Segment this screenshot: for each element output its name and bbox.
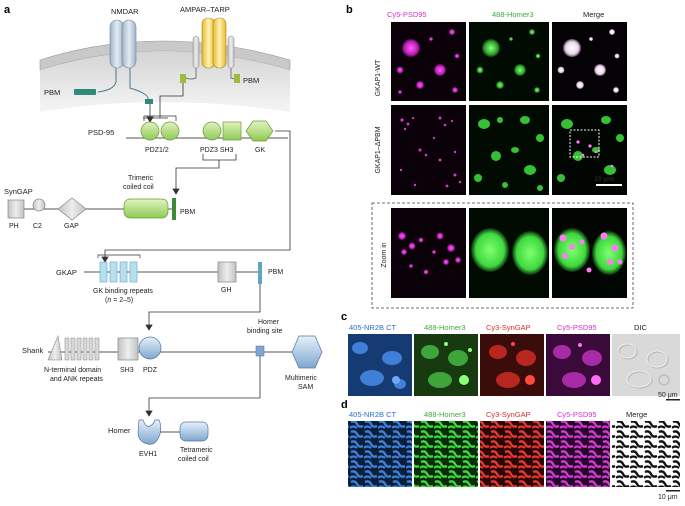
shank-homer-site-label-2: binding site — [247, 328, 283, 335]
panel-a: a NMDAR PBM AMPAR–TARP P — [4, 4, 323, 463]
image-wt-merge — [552, 22, 627, 101]
image-dpbm-homer3 — [469, 105, 549, 195]
shank-homer-site-label-1: Homer — [258, 319, 280, 326]
image-c-psd95 — [546, 334, 610, 396]
panel-d-header-psd95: Cy5-PSD95 — [557, 410, 597, 419]
image-c-nr2b — [348, 334, 412, 396]
syngap-pbm-label: PBM — [180, 209, 195, 216]
image-d-homer3 — [414, 421, 478, 487]
shank-to-homer-arrow — [145, 356, 261, 417]
syngap-ph-label: PH — [9, 223, 19, 230]
image-c-syngap — [480, 334, 544, 396]
image-c-dic — [612, 334, 680, 396]
panel-c-header-nr2b: 405-NR2B CT — [349, 323, 397, 332]
nmdar-pbm-tail — [74, 89, 96, 95]
row-label-zoom: Zoom in — [381, 242, 388, 267]
image-d-psd95 — [546, 421, 610, 487]
syngap-coil-label-2: coiled coil — [123, 184, 154, 191]
shank-sam-label-2: SAM — [298, 384, 313, 391]
syngap-c2-label: C2 — [33, 223, 42, 230]
image-zoom-psd95 — [391, 208, 466, 298]
image-d-merge — [612, 421, 680, 487]
panel-c-letter: c — [341, 311, 347, 323]
shank-label: Shank — [22, 346, 44, 355]
shank-ank-label-1: N-terminal domain — [44, 367, 101, 374]
gkap-to-shank-arrow — [145, 284, 261, 331]
syngap-label: SynGAP — [4, 187, 33, 196]
pdz3-sh3-label: PDZ3 SH3 — [200, 147, 234, 154]
gkap-pbm-label: PBM — [268, 269, 283, 276]
scale-bar-d — [666, 490, 680, 492]
psd95-protein — [126, 115, 288, 142]
image-zoom-merge — [552, 208, 627, 298]
shank-sam-label-1: Multimeric — [285, 375, 317, 382]
image-zoom-homer3 — [469, 208, 549, 298]
homer-label: Homer — [108, 426, 131, 435]
zoom-region-box — [569, 129, 600, 158]
scale-bar-c-label: 50 μm — [658, 392, 678, 399]
panel-b-letter: b — [346, 4, 353, 16]
scale-bar-b-label: 10 μm — [594, 176, 614, 183]
shank-protein — [47, 334, 323, 369]
gkap-repeats-label: GK binding repeats — [93, 288, 153, 295]
row-label-dpbm: GKAP1–ΔPBM — [375, 126, 382, 173]
panel-c-header-psd95: Cy5-PSD95 — [557, 323, 597, 332]
image-c-homer3 — [414, 334, 478, 396]
gkap-gh-label: GH — [221, 287, 232, 294]
homer-protein — [137, 419, 209, 445]
panel-d-letter: d — [341, 399, 348, 411]
row-label-wt: GKAP1-WT — [375, 59, 382, 96]
panel-b-header-homer3: 488-Homer3 — [492, 10, 534, 19]
panel-b-header-psd95: Cy5-PSD95 — [387, 10, 427, 19]
panel-d: d 405-NR2B CT 488-Homer3 Cy3-SynGAP Cy5-… — [341, 399, 680, 501]
gkap-label: GKAP — [56, 268, 77, 277]
syngap-coil-label-1: Trimeric — [128, 175, 154, 182]
shank-sh3-label: SH3 — [120, 367, 134, 374]
ampar-pbm-label: PBM — [243, 76, 259, 85]
panel-d-header-homer3: 488-Homer3 — [424, 410, 466, 419]
image-wt-homer3 — [469, 22, 549, 101]
scale-bar-d-label: 10 μm — [658, 494, 678, 501]
nmdar-pbm-label: PBM — [44, 88, 60, 97]
scale-bar-b — [596, 184, 622, 186]
pdz12-label: PDZ1/2 — [145, 147, 169, 154]
scale-bar-c — [666, 399, 680, 401]
image-wt-psd95 — [391, 22, 466, 101]
receptor-to-psd95-arrows — [143, 83, 184, 123]
homer-coil-label-2: coiled coil — [178, 456, 209, 463]
panel-b-header-merge: Merge — [583, 10, 604, 19]
panel-d-header-merge: Merge — [626, 410, 647, 419]
panel-c: c 405-NR2B CT 488-Homer3 Cy3-SynGAP Cy5-… — [341, 311, 680, 401]
panel-b: b Cy5-PSD95 488-Homer3 Merge GKAP1-WT GK… — [346, 4, 634, 309]
zoom-panel-frame — [371, 202, 634, 309]
homer-coil-label-1: Tetrameric — [180, 447, 213, 454]
image-d-syngap — [480, 421, 544, 487]
gkap-n-note: (n = 2–5) — [105, 297, 133, 304]
gk-label: GK — [255, 147, 265, 154]
panel-c-header-homer3: 488-Homer3 — [424, 323, 466, 332]
image-dpbm-merge — [552, 105, 627, 195]
ampar-tarp-receptor — [180, 17, 241, 83]
psd95-label: PSD-95 — [88, 128, 114, 137]
psd95-gk-to-gkap-arrow — [101, 130, 291, 263]
homer-evh1-label: EVH1 — [139, 451, 157, 458]
panel-a-letter: a — [4, 4, 11, 16]
ampar-label: AMPAR–TARP — [180, 5, 230, 14]
nmdar-receptor — [74, 19, 153, 104]
psd95-to-syngap-arrow — [172, 154, 237, 195]
shank-pdz-label: PDZ — [143, 367, 158, 374]
nmdar-label: NMDAR — [111, 7, 139, 16]
panel-d-header-nr2b: 405-NR2B CT — [349, 410, 397, 419]
image-d-nr2b — [348, 421, 412, 487]
image-dpbm-psd95 — [391, 105, 466, 195]
shank-ank-label-2: and ANK repeats — [50, 376, 103, 383]
panel-c-header-syngap: Cy3-SynGAP — [486, 323, 531, 332]
syngap-protein — [7, 197, 176, 221]
syngap-gap-label: GAP — [64, 223, 79, 230]
gkap-protein — [84, 254, 262, 284]
panel-d-header-syngap: Cy3-SynGAP — [486, 410, 531, 419]
panel-c-header-dic: DIC — [634, 323, 648, 332]
